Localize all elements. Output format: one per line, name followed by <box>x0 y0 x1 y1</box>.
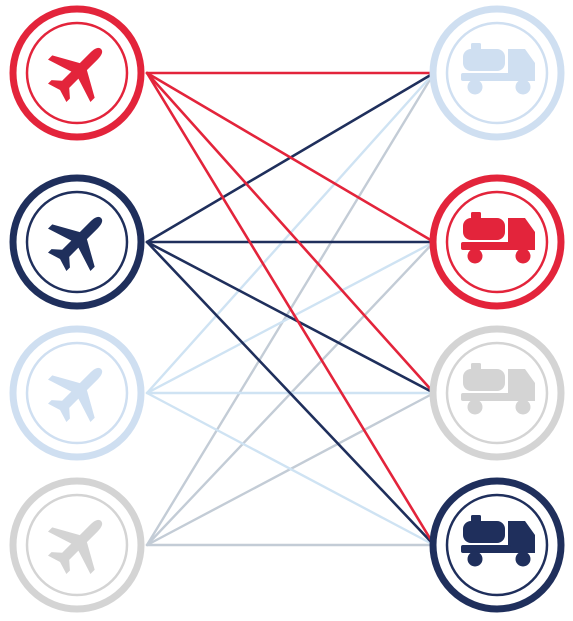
plane-node-3 <box>9 325 145 461</box>
plane-node-1 <box>9 5 145 141</box>
connection-line-plane2-truck3 <box>145 240 436 395</box>
connection-line-plane1-truck2 <box>145 71 436 244</box>
truck-inner-ring <box>445 341 549 445</box>
connection-line-plane1-truck4 <box>145 71 436 547</box>
connection-line-plane3-truck4 <box>145 391 436 547</box>
truck-node-2 <box>429 174 565 310</box>
truck-inner-ring <box>445 190 549 294</box>
plane-inner-ring <box>25 341 129 445</box>
truck-node-4 <box>429 477 565 613</box>
plane-inner-ring <box>25 493 129 597</box>
plane-inner-ring <box>25 21 129 125</box>
connection-line-plane2-truck4 <box>145 240 436 547</box>
truck-node-3 <box>429 325 565 461</box>
plane-node-2 <box>9 174 145 310</box>
nodes <box>9 5 565 613</box>
truck-inner-ring <box>445 21 549 125</box>
connection-line-plane1-truck3 <box>145 71 436 395</box>
truck-inner-ring <box>445 493 549 597</box>
truck-node-1 <box>429 5 565 141</box>
connection-lines <box>145 71 436 547</box>
plane-node-4 <box>9 477 145 613</box>
plane-inner-ring <box>25 190 129 294</box>
